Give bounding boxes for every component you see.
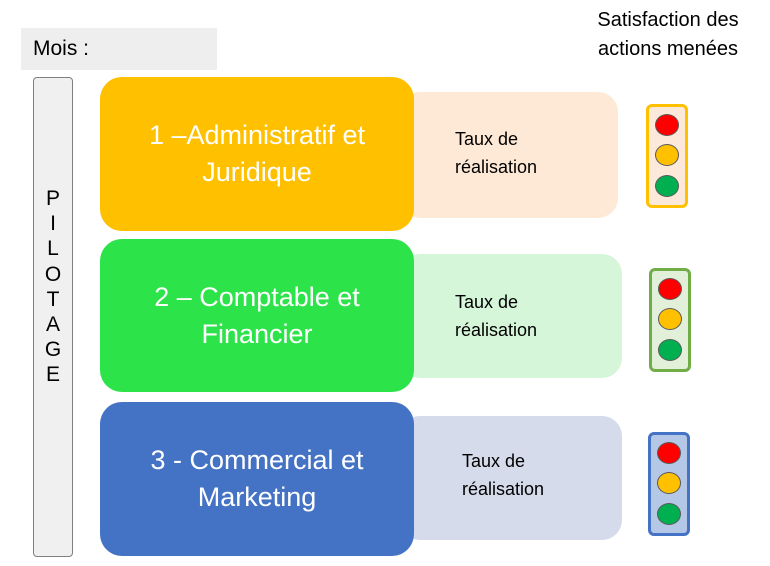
category-administratif[interactable]: 1 –Administratif et Juridique <box>100 77 414 231</box>
rate-box-commercial <box>400 416 622 540</box>
red-lamp-icon <box>657 442 681 464</box>
pilotage-letter: A <box>45 312 60 336</box>
month-label: Mois : <box>33 37 90 60</box>
satisfaction-title: Satisfaction des actions menées <box>597 9 739 60</box>
traffic-light-comptable <box>649 268 691 372</box>
pilotage-letter: G <box>44 338 62 362</box>
month-field[interactable]: Mois : <box>21 28 217 70</box>
pilotage-bar: P I L O T A G E <box>33 77 73 557</box>
pilotage-letter: P <box>45 187 60 210</box>
traffic-light-commercial <box>648 432 690 536</box>
rate-label-administratif: Taux de réalisation <box>455 129 538 177</box>
category-label: 3 - Commercial et Marketing <box>150 445 364 512</box>
pilotage-letter: O <box>44 262 62 286</box>
green-lamp-icon <box>657 503 681 525</box>
pilotage-letter: T <box>46 287 60 311</box>
yellow-lamp-icon <box>658 308 682 330</box>
rate-box-comptable <box>400 254 622 378</box>
red-lamp-icon <box>655 114 679 136</box>
category-label: 1 –Administratif et Juridique <box>148 120 366 187</box>
traffic-light-administratif <box>646 104 688 208</box>
pilotage-letter: E <box>45 363 60 387</box>
yellow-lamp-icon <box>657 472 681 494</box>
rate-label-comptable: Taux de réalisation <box>455 292 538 340</box>
rate-box-administratif <box>400 92 618 218</box>
pilotage-letter: L <box>47 237 59 261</box>
green-lamp-icon <box>658 339 682 361</box>
rate-label-commercial: Taux de réalisation <box>462 451 545 499</box>
red-lamp-icon <box>658 278 682 300</box>
yellow-lamp-icon <box>655 144 679 166</box>
green-lamp-icon <box>655 175 679 197</box>
category-label: 2 – Comptable et Financier <box>154 281 360 349</box>
pilotage-letter: I <box>50 212 56 236</box>
category-commercial[interactable]: 3 - Commercial et Marketing <box>100 402 414 556</box>
category-comptable[interactable]: 2 – Comptable et Financier <box>100 239 414 392</box>
